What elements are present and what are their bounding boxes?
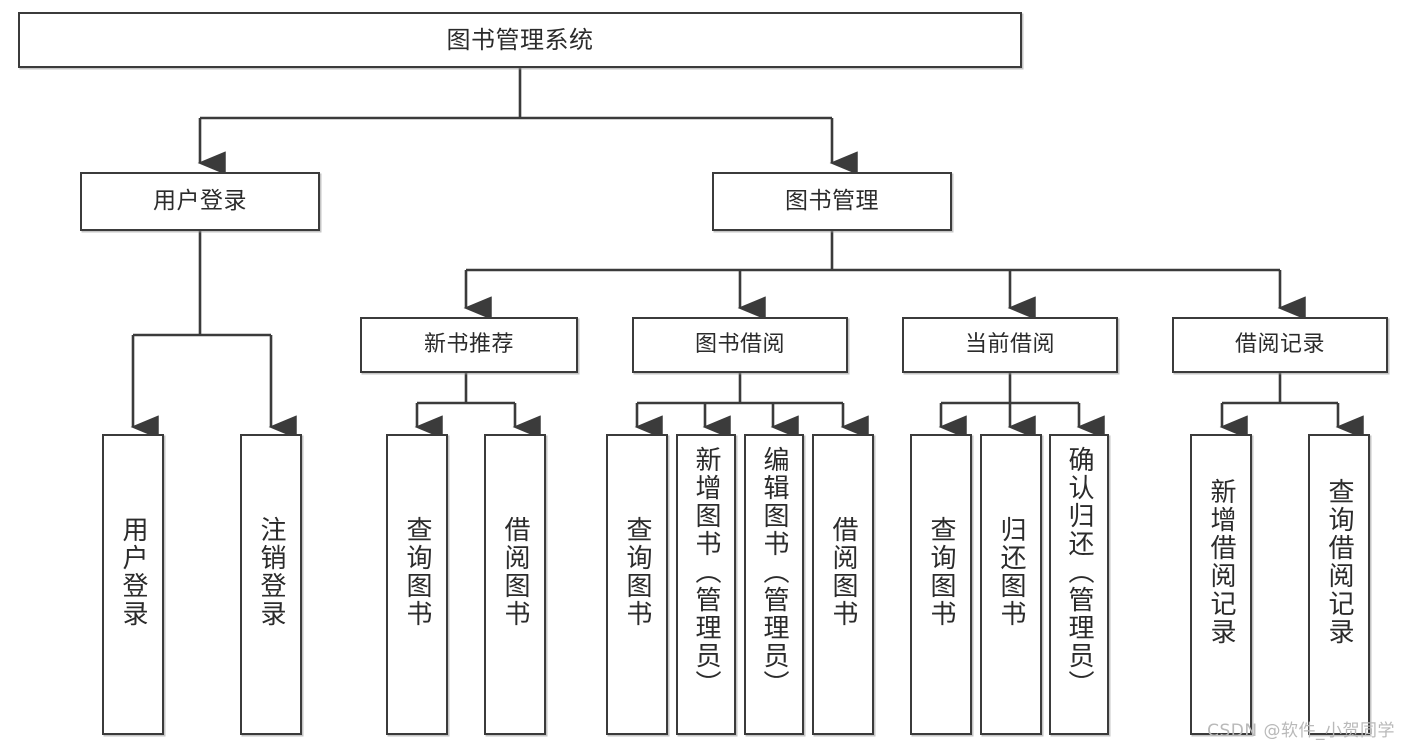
leaf-add-borrow-record[interactable]: 新增借阅记录	[1190, 434, 1252, 735]
leaf-query-book-recommend[interactable]: 查询图书	[386, 434, 448, 735]
leaf-confirm-return-admin[interactable]: 确认归还（管理员）	[1049, 434, 1109, 735]
node-label: 新增借阅记录	[1206, 478, 1236, 646]
node-label: 注销登录	[256, 516, 286, 628]
node-user-login[interactable]: 用户登录	[80, 172, 320, 231]
node-label: 借阅图书	[828, 516, 858, 628]
node-book-borrow[interactable]: 图书借阅	[632, 317, 848, 373]
node-label: 查询借阅记录	[1324, 478, 1354, 646]
node-label: 用户登录	[153, 187, 247, 214]
leaf-logout[interactable]: 注销登录	[240, 434, 302, 735]
node-label: 编辑图书（管理员）	[759, 446, 789, 698]
node-book-management[interactable]: 图书管理	[712, 172, 952, 231]
node-new-book-recommend[interactable]: 新书推荐	[360, 317, 578, 373]
node-label: 查询图书	[402, 516, 432, 628]
leaf-user-login[interactable]: 用户登录	[102, 434, 164, 735]
leaf-add-book-admin[interactable]: 新增图书（管理员）	[676, 434, 736, 735]
node-label: 图书管理系统	[446, 25, 594, 54]
leaf-query-book-current[interactable]: 查询图书	[910, 434, 972, 735]
node-label: 图书借阅	[694, 331, 785, 357]
node-label: 新书推荐	[423, 331, 514, 357]
node-label: 查询图书	[622, 516, 652, 628]
node-borrow-record[interactable]: 借阅记录	[1172, 317, 1388, 373]
node-label: 查询图书	[926, 516, 956, 628]
node-current-borrow[interactable]: 当前借阅	[902, 317, 1118, 373]
node-label: 用户登录	[118, 516, 148, 628]
node-label: 当前借阅	[964, 331, 1055, 357]
node-label: 新增图书（管理员）	[691, 446, 721, 698]
node-label: 借阅图书	[500, 516, 530, 628]
leaf-query-borrow-record[interactable]: 查询借阅记录	[1308, 434, 1370, 735]
node-label: 图书管理	[785, 187, 879, 214]
leaf-edit-book-admin[interactable]: 编辑图书（管理员）	[744, 434, 804, 735]
leaf-return-book[interactable]: 归还图书	[980, 434, 1042, 735]
node-root-system[interactable]: 图书管理系统	[18, 12, 1022, 68]
leaf-borrow-book-recommend[interactable]: 借阅图书	[484, 434, 546, 735]
leaf-query-book-borrow[interactable]: 查询图书	[606, 434, 668, 735]
csdn-watermark: CSDN @软件_小贺同学	[1207, 721, 1395, 741]
node-label: 归还图书	[996, 516, 1026, 628]
leaf-borrow-book[interactable]: 借阅图书	[812, 434, 874, 735]
node-label: 确认归还（管理员）	[1064, 446, 1094, 698]
node-label: 借阅记录	[1234, 331, 1325, 357]
